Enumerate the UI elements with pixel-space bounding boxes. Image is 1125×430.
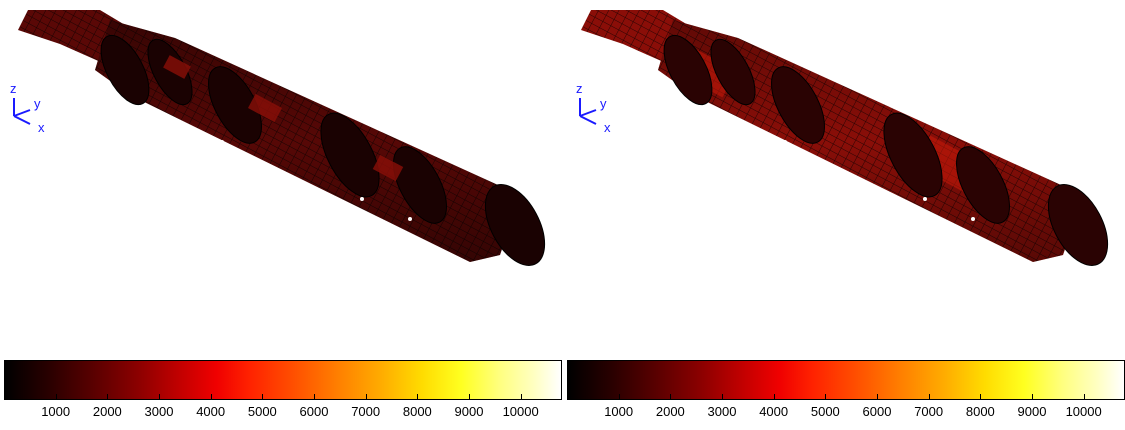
colorbar-tick-label: 4000 bbox=[196, 404, 226, 419]
shaft-rings bbox=[100, 34, 546, 266]
colorbar-tick-labels: 1000 2000 3000 4000 5000 6000 7000 8000 9000 1000… bbox=[567, 404, 1125, 420]
axis-triad: z y x bbox=[10, 81, 45, 135]
y-axis-label: y bbox=[600, 96, 607, 111]
colorbar-ticks bbox=[4, 388, 562, 400]
colorbar-tick bbox=[722, 394, 723, 400]
colorbar-tick bbox=[670, 394, 672, 400]
colorbar-tick-label: 1000 bbox=[41, 404, 71, 419]
colorbar-tick-label: 8000 bbox=[402, 404, 432, 419]
colorbar-tick-label: 3000 bbox=[707, 404, 737, 419]
colorbar-tick bbox=[55, 394, 57, 400]
colorbar-tick-label: 3000 bbox=[144, 404, 174, 419]
colorbar-gradient bbox=[4, 360, 562, 400]
colorbar-tick bbox=[773, 394, 775, 400]
colorbar-gradient bbox=[567, 360, 1125, 400]
colorbar-tick-label: 2000 bbox=[655, 404, 685, 419]
colorbar-ticks bbox=[567, 388, 1125, 400]
colorbar-tick-label: 2000 bbox=[92, 404, 122, 419]
colorbar-tick bbox=[107, 394, 109, 400]
y-axis-label: y bbox=[34, 96, 41, 111]
axis-triad: z y x bbox=[576, 81, 611, 135]
colorbar-tick-label: 10000 bbox=[1065, 404, 1102, 419]
colorbar-tick-label: 8000 bbox=[965, 404, 995, 419]
z-axis-label: z bbox=[10, 81, 17, 96]
right-mesh-plot: z y x bbox=[576, 10, 1109, 266]
colorbar-tick bbox=[417, 394, 419, 400]
colorbar-tick bbox=[877, 394, 878, 400]
colorbar-tick bbox=[210, 394, 212, 400]
colorbar-tick-label: 9000 bbox=[454, 404, 484, 419]
colorbar-tick-label: 10000 bbox=[502, 404, 539, 419]
x-axis-label: x bbox=[604, 120, 611, 135]
colorbar-tick bbox=[618, 394, 620, 400]
colorbar-tick bbox=[825, 394, 827, 400]
colorbar-tick bbox=[159, 394, 160, 400]
z-axis-label: z bbox=[576, 81, 583, 96]
colorbar-tick bbox=[980, 394, 982, 400]
colorbar-tick bbox=[262, 394, 264, 400]
colorbar-tick-label: 7000 bbox=[351, 404, 381, 419]
left-colorbar: 1000 2000 3000 4000 5000 6000 7000 8000 9000 1000… bbox=[4, 360, 562, 419]
right-render-panel: z y x bbox=[563, 0, 1125, 300]
colorbar-tick bbox=[928, 394, 930, 400]
colorbar-tick bbox=[1083, 394, 1085, 400]
colorbar-tick-label: 7000 bbox=[914, 404, 944, 419]
right-colorbar: 1000 2000 3000 4000 5000 6000 7000 8000 9000 1000… bbox=[567, 360, 1125, 419]
colorbar-tick bbox=[520, 394, 522, 400]
colorbar-tick-label: 6000 bbox=[299, 404, 329, 419]
colorbar-tick-label: 5000 bbox=[810, 404, 840, 419]
x-axis-label: x bbox=[38, 120, 45, 135]
colorbar-tick bbox=[1032, 394, 1033, 400]
colorbar-tick-label: 9000 bbox=[1017, 404, 1047, 419]
colorbar-tick-labels: 1000 2000 3000 4000 5000 6000 7000 8000 9000 1000… bbox=[4, 404, 562, 420]
left-mesh-plot: z y x bbox=[10, 10, 546, 266]
colorbar-tick-label: 6000 bbox=[862, 404, 892, 419]
colorbar-tick bbox=[314, 394, 315, 400]
colorbar-tick bbox=[365, 394, 367, 400]
colorbar-tick bbox=[469, 394, 470, 400]
left-render-panel: z y x bbox=[0, 0, 562, 300]
colorbar-tick-label: 5000 bbox=[247, 404, 277, 419]
colorbar-tick-label: 4000 bbox=[759, 404, 789, 419]
colorbar-tick-label: 1000 bbox=[604, 404, 634, 419]
